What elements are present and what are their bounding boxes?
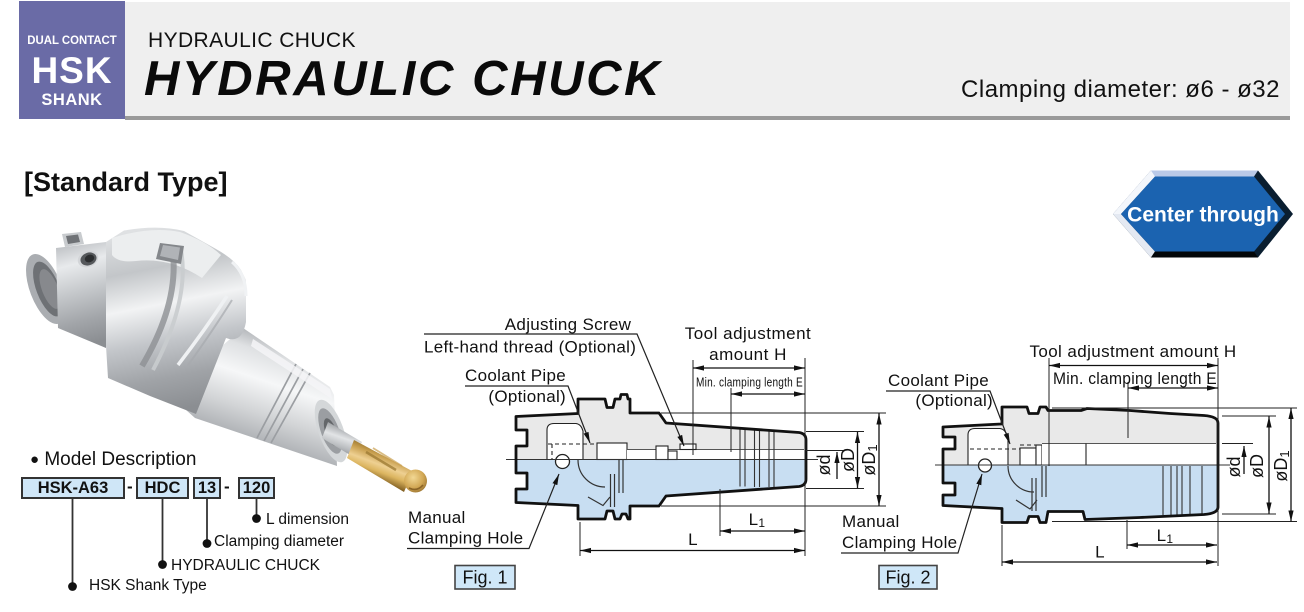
svg-text:L1: L1 xyxy=(749,510,766,530)
svg-text:Clamping Hole: Clamping Hole xyxy=(408,529,523,548)
svg-text:øD1: øD1 xyxy=(1271,450,1292,481)
svg-text:Left-hand thread (Optional): Left-hand thread (Optional) xyxy=(424,338,636,357)
svg-text:Fig. 2: Fig. 2 xyxy=(885,568,930,588)
svg-text:L1: L1 xyxy=(1157,526,1174,546)
svg-text:Adjusting Screw: Adjusting Screw xyxy=(505,315,632,334)
svg-text:Min. clamping length E: Min. clamping length E xyxy=(696,375,803,390)
svg-text:Center through: Center through xyxy=(1127,204,1279,227)
svg-text:amount H: amount H xyxy=(709,345,787,364)
svg-text:ød: ød xyxy=(814,454,834,475)
svg-text:Fig. 1: Fig. 1 xyxy=(462,568,507,588)
svg-text:Min. clamping length E: Min. clamping length E xyxy=(1053,369,1217,388)
svg-text:Coolant Pipe: Coolant Pipe xyxy=(465,366,566,385)
svg-text:(Optional): (Optional) xyxy=(915,391,993,410)
svg-text:L: L xyxy=(1095,543,1105,562)
svg-text:øD1: øD1 xyxy=(859,444,880,475)
svg-text:L: L xyxy=(688,530,698,549)
svg-text:øD: øD xyxy=(838,448,858,472)
svg-text:ød: ød xyxy=(1224,456,1244,477)
svg-text:Coolant Pipe: Coolant Pipe xyxy=(888,371,989,390)
svg-text:Manual: Manual xyxy=(842,512,900,531)
svg-text:Clamping Hole: Clamping Hole xyxy=(842,533,957,552)
svg-text:øD: øD xyxy=(1247,454,1267,478)
svg-text:Tool adjustment: Tool adjustment xyxy=(685,324,812,343)
svg-text:(Optional): (Optional) xyxy=(488,387,566,406)
svg-text:Tool adjustment amount H: Tool adjustment amount H xyxy=(1029,342,1236,361)
svg-text:Manual: Manual xyxy=(408,508,466,527)
